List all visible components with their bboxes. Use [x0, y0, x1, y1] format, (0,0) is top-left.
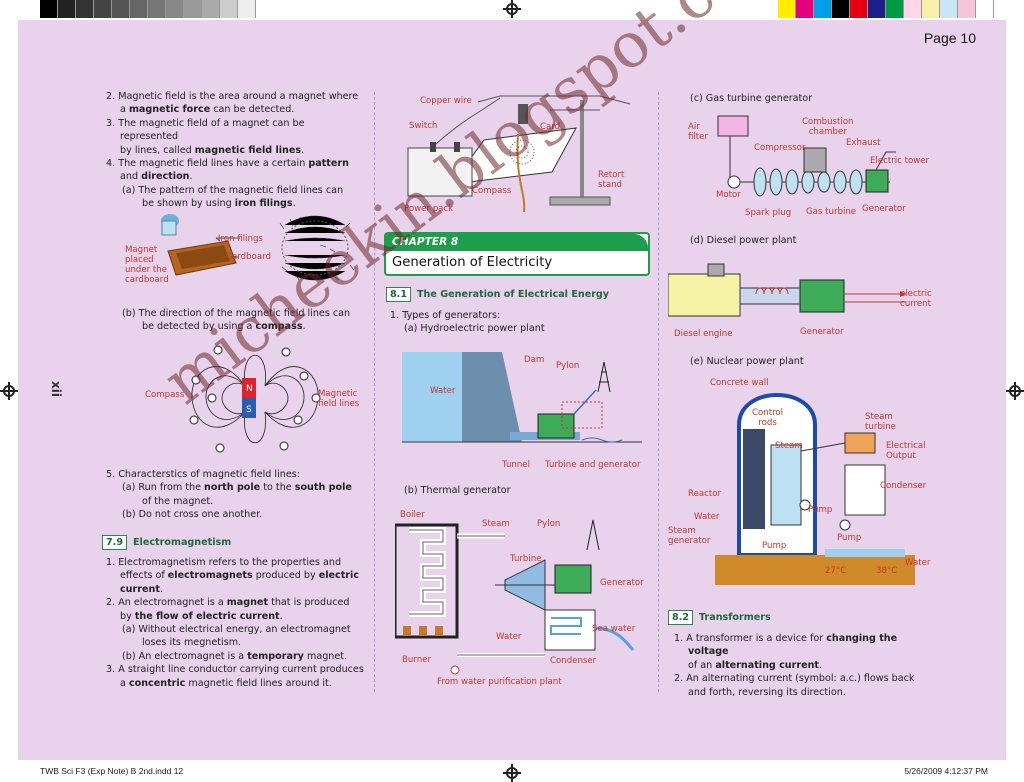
registration-mark-icon: [0, 382, 18, 400]
label-generator-3: Generator: [800, 327, 844, 337]
footer-right: 5/26/2009 4:12:37 PM: [904, 766, 988, 776]
diesel-plant-figure: [668, 263, 906, 317]
label-compass: Compass: [145, 390, 185, 400]
north-pole-label: N: [246, 384, 253, 394]
chapter-label: CHAPTER 8: [386, 234, 648, 251]
label-compressor: Compressor: [754, 143, 806, 153]
label-temp-38: 38°C: [876, 566, 898, 576]
label-water-3: Water: [694, 512, 720, 522]
chapter-title: Generation of Electricity: [392, 255, 553, 270]
nuclear-plant-figure: [715, 393, 915, 585]
label-boiler: Boiler: [400, 510, 425, 520]
label-card: Card: [540, 122, 561, 132]
label-water: Water: [430, 386, 456, 396]
label-iron-filings: Iron filings: [218, 234, 263, 244]
label-temp-27: 27°C: [825, 566, 847, 576]
middle-column-text: 1. Types of generators: (a) Hydroelectri…: [390, 310, 545, 335]
label-copper-wire: Copper wire: [420, 96, 472, 106]
label-water-4: Water: [905, 558, 931, 568]
label-generator: Generator: [600, 578, 644, 588]
column-divider: [374, 92, 375, 692]
label-turbine-generator: Turbine and generator: [545, 460, 641, 470]
label-burner: Burner: [402, 655, 431, 665]
chapter-banner: CHAPTER 8 Generation of Electricity: [384, 232, 650, 276]
label-pump-3: Pump: [762, 541, 787, 551]
label-cardboard: Cardboard: [226, 252, 271, 262]
left-column-4: 1. Electromagnetism refers to the proper…: [106, 557, 364, 689]
label-motor: Motor: [716, 190, 741, 200]
registration-mark-icon: [1006, 382, 1024, 400]
thermal-generator-figure: [395, 519, 635, 675]
label-dam: Dam: [524, 355, 545, 365]
label-water-2: Water: [496, 632, 522, 642]
left-column-3: 5. Characterstics of magnetic field line…: [106, 469, 352, 521]
registration-mark-icon: [503, 764, 521, 782]
label-condenser: Condenser: [550, 656, 597, 666]
left-column: 2. Magnetic field is the area around a m…: [106, 91, 359, 210]
label-generator-2: Generator: [862, 204, 906, 214]
label-steam: Steam: [482, 519, 510, 529]
electromagnet-apparatus-figure: [407, 95, 631, 213]
label-steam-2: Steam: [775, 441, 803, 451]
iron-filings-figure: [161, 214, 355, 281]
label-turbine: Turbine: [510, 554, 542, 564]
label-sea-water: Sea water: [592, 624, 636, 634]
south-pole-label: S: [246, 405, 252, 415]
label-diesel-engine: Diesel engine: [674, 329, 733, 339]
label-condenser-2: Condenser: [880, 481, 927, 491]
column-divider: [658, 92, 659, 692]
label-switch: Switch: [409, 121, 438, 131]
grayscale-bar: [40, 0, 256, 18]
diesel-heading: (d) Diesel power plant: [690, 235, 797, 246]
label-concrete-wall: Concrete wall: [710, 378, 769, 388]
gas-turbine-figure: [717, 115, 896, 197]
label-power-pack: Power pack: [404, 204, 454, 214]
label-tunnel: Tunnel: [502, 460, 530, 470]
registration-mark-icon: [503, 0, 521, 18]
label-exhaust: Exhaust: [846, 138, 881, 148]
label-gas-turbine: Gas turbine: [806, 207, 857, 217]
right-column-text: 1. A transformer is a device for changin…: [674, 633, 915, 698]
label-from-purification: From water purification plant: [437, 677, 562, 687]
label-compass-2: Compass: [472, 186, 512, 196]
label-reactor: Reactor: [688, 489, 722, 499]
left-column-2: (b) The direction of the magnetic field …: [122, 308, 351, 333]
gas-turbine-heading: (c) Gas turbine generator: [690, 93, 813, 104]
label-pump: Pump: [808, 505, 833, 515]
footer-left: TWB Sci F3 (Exp Note) B 2nd.indd 12: [40, 766, 184, 776]
color-bar: [778, 0, 994, 18]
label-spark-plug: Spark plug: [745, 208, 792, 218]
magnetic-field-figure: N S: [189, 345, 321, 453]
label-electric-tower: Electric tower: [870, 156, 930, 166]
side-page-number: xii: [48, 381, 63, 397]
label-pylon-2: Pylon: [537, 519, 561, 529]
label-pylon: Pylon: [556, 361, 580, 371]
label-pump-2: Pump: [837, 533, 862, 543]
thermal-heading: (b) Thermal generator: [404, 485, 511, 496]
hydroelectric-figure: [402, 352, 642, 443]
nuclear-heading: (e) Nuclear power plant: [690, 356, 804, 367]
page-number: Page 10: [923, 30, 976, 46]
